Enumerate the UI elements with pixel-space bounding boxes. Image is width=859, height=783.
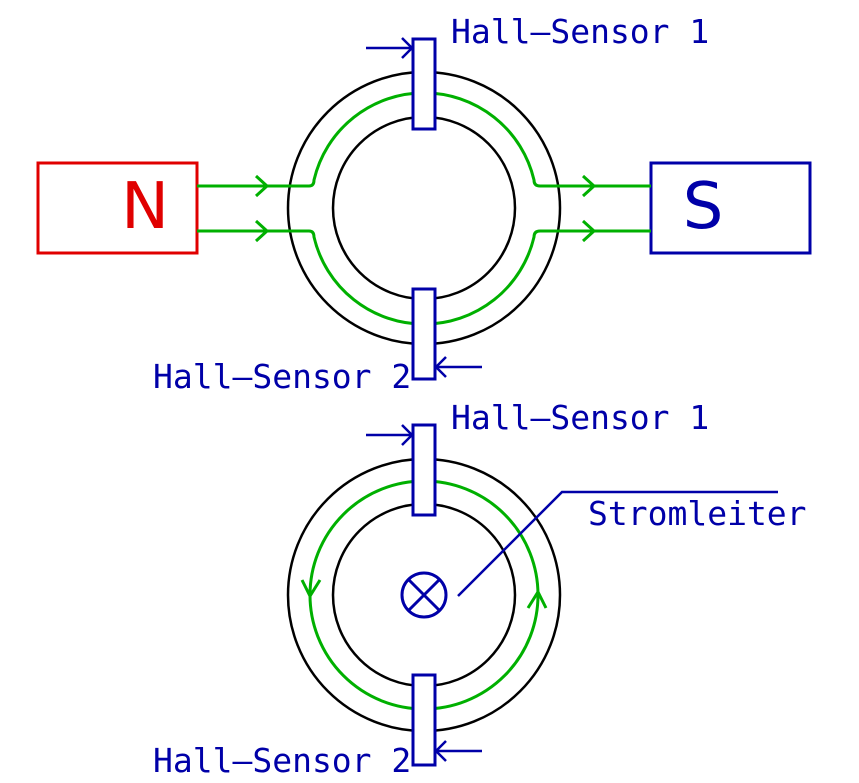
conductor-circle xyxy=(400,571,448,619)
bottom-figure: Hall–Sensor 1 Hall–Sensor 2 Stromleiter xyxy=(153,398,807,780)
conductor-symbol xyxy=(400,571,448,619)
field-arrow-icon xyxy=(254,219,270,243)
hall-sensor-2-label-bottom: Hall–Sensor 2 xyxy=(153,741,411,780)
north-pole-label: N xyxy=(121,170,169,244)
hall-sensor-2-top xyxy=(411,287,437,381)
hall-sensor-2-bottom xyxy=(411,673,437,767)
current-arrow-icon xyxy=(366,424,414,446)
hall-sensor-2-label-top: Hall–Sensor 2 xyxy=(153,357,411,396)
current-arrow-icon xyxy=(434,740,482,762)
hall-sensor-1-label-top: Hall–Sensor 1 xyxy=(451,12,709,51)
hall-sensor-1-bottom xyxy=(411,423,437,517)
field-arrow-icon xyxy=(581,219,597,243)
field-arrow-icon xyxy=(581,174,597,198)
conductor-leader-line xyxy=(457,490,778,597)
ring-core-inner xyxy=(331,115,517,301)
conductor-label: Stromleiter xyxy=(588,494,807,533)
north-magnet: N xyxy=(36,161,199,255)
field-arrow-icon xyxy=(526,588,548,609)
hall-sensor-1-top xyxy=(411,37,437,131)
current-arrow-icon xyxy=(434,356,482,378)
north-magnet-body xyxy=(36,161,199,255)
south-magnet-body xyxy=(649,161,812,255)
field-arrow-icon xyxy=(300,579,322,600)
cross-icon xyxy=(406,577,442,613)
field-arrow-icon xyxy=(254,174,270,198)
current-arrow-icon xyxy=(366,37,414,59)
top-figure: N S Hall–Sensor 1 Hall–Sensor 2 xyxy=(36,12,812,396)
south-magnet: S xyxy=(649,161,812,255)
south-pole-label: S xyxy=(683,170,724,244)
sensor-current-arrows-bottom xyxy=(366,424,482,762)
hall-sensor-1-label-bottom: Hall–Sensor 1 xyxy=(451,398,709,437)
sensor-current-arrows-top xyxy=(366,37,482,378)
